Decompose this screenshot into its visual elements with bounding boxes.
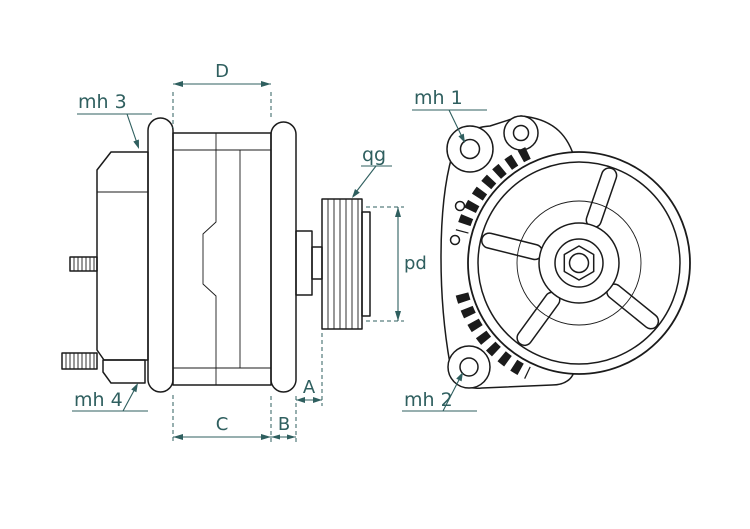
mounting-flange-rear — [147, 117, 174, 393]
rivet — [449, 234, 461, 246]
pulley-ribs — [327, 199, 359, 329]
label-mh1: mh 1 — [414, 87, 463, 109]
dim-label-a: A — [303, 377, 316, 398]
vent-slots-upper — [455, 147, 531, 234]
side-view — [61, 117, 371, 393]
front-view — [440, 115, 691, 389]
dim-label-b: B — [278, 414, 290, 435]
mounting-hole-2 — [459, 357, 479, 377]
mounting-flange-front — [270, 121, 297, 393]
dimension-A: A — [296, 377, 322, 403]
shaft-spacer — [295, 230, 323, 296]
label-mh4: mh 4 — [74, 389, 123, 411]
callout-qg: qg — [352, 144, 392, 198]
callout-mh3: mh 3 — [77, 91, 152, 149]
pulley-web-circle — [516, 200, 642, 326]
callouts: mh 3 mh 4 mh 1 mh 2 — [72, 87, 487, 412]
dimension-C: C — [173, 414, 271, 440]
pulley-side — [321, 198, 371, 330]
dimension-pd: pd — [395, 207, 427, 321]
terminal-stud-upper — [69, 256, 98, 272]
shaft-end — [568, 252, 590, 274]
rivet — [454, 200, 466, 212]
rear-lug — [102, 359, 146, 384]
dimension-B: B — [271, 414, 296, 440]
dimensions: D C B A pd — [172, 61, 427, 444]
vent-slots-lower — [455, 292, 531, 379]
pulley-inner-rim — [477, 161, 681, 365]
mounting-hole-top — [512, 124, 530, 142]
pulley-front — [467, 151, 691, 375]
callout-mh2: mh 2 — [402, 372, 477, 412]
body-step-contour — [202, 133, 217, 385]
callout-mh4: mh 4 — [72, 383, 148, 412]
label-mh2: mh 2 — [404, 389, 453, 411]
hub-inner — [554, 238, 604, 288]
shaft-nut — [563, 245, 595, 281]
stator-body — [172, 132, 272, 386]
dim-label-c: C — [216, 414, 229, 435]
callout-mh1: mh 1 — [412, 87, 487, 143]
mounting-hole-1 — [459, 138, 481, 160]
label-qg: qg — [362, 144, 386, 166]
dim-label-pd: pd — [404, 253, 427, 274]
pulley-front-flange — [361, 211, 371, 317]
terminal-stud-lower — [61, 352, 98, 370]
rear-housing — [96, 151, 149, 384]
dimension-D: D — [173, 61, 271, 87]
label-mh3: mh 3 — [78, 91, 127, 113]
dim-label-d: D — [215, 61, 229, 82]
